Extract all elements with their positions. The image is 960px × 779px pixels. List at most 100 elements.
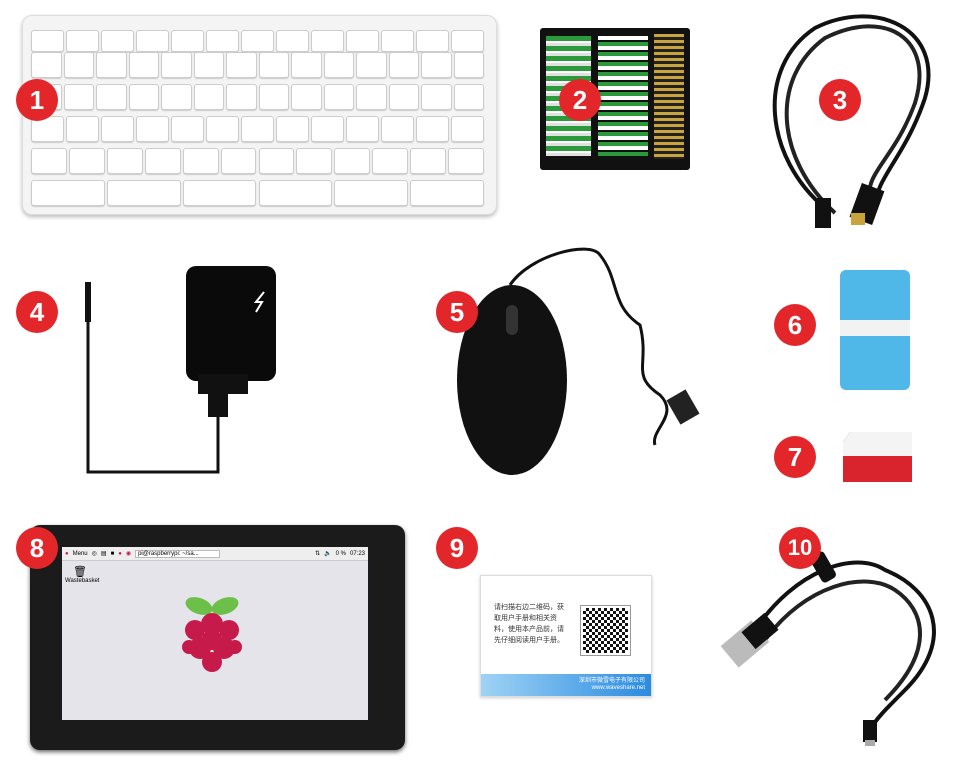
keyboard-key: [291, 52, 322, 78]
keyboard-key: [31, 52, 62, 78]
terminal-icon[interactable]: ■: [110, 550, 115, 557]
qr-code: [580, 605, 631, 656]
keyboard-key: [31, 148, 67, 174]
keyboard-key: [416, 116, 449, 142]
mouse: [457, 247, 700, 475]
keyboard-key: [101, 30, 134, 52]
keyboard-key: [241, 30, 274, 52]
taskbar: ● Menu ◎ ▤ ■ ● ◉ pi@raspberrypi: ~/sa...…: [62, 547, 368, 561]
wastebasket-label: Wastebasket: [65, 578, 100, 584]
usb-cable: [720, 551, 936, 746]
clock: 07:23: [349, 550, 365, 557]
keyboard-key: [161, 84, 192, 110]
keyboard-key: [451, 30, 484, 52]
browser-icon[interactable]: ◎: [91, 551, 97, 557]
keyboard-key: [128, 84, 159, 110]
sd-card-reader: [840, 270, 910, 390]
keyboard-key: [63, 84, 94, 110]
keyboard-key: [66, 30, 99, 52]
keyboard-key: [346, 30, 379, 52]
keyboard-key: [136, 30, 169, 52]
keyboard-key: [410, 148, 447, 174]
item-number-8: 8: [16, 527, 58, 569]
keyboard-key: [161, 52, 192, 78]
keyboard-key: [388, 84, 419, 110]
keyboard-key: [453, 84, 484, 110]
item-number-4: 4: [16, 291, 58, 333]
keyboard-key: [276, 30, 309, 52]
keyboard-key: [381, 30, 414, 52]
keyboard: [22, 15, 497, 215]
item-number-3: 3: [819, 79, 861, 121]
keyboard-key: [66, 116, 99, 142]
raspberry-icon: ●: [65, 550, 69, 557]
keyboard-key: [226, 84, 257, 110]
keyboard-key: [241, 116, 274, 142]
keyboard-key: [206, 30, 239, 52]
item-number-1: 1: [16, 79, 58, 121]
keyboard-key: [276, 116, 309, 142]
keyboard-key: [356, 52, 387, 78]
item-number-9: 9: [436, 527, 478, 569]
keyboard-key: [193, 84, 224, 110]
keyboard-key: [258, 148, 295, 174]
keyboard-key: [311, 116, 344, 142]
keyboard-key: [372, 148, 409, 174]
power-adapter: [85, 266, 276, 474]
keyboard-key: [334, 180, 409, 206]
math-icon[interactable]: ●: [118, 550, 122, 557]
trash-icon: 🗑: [73, 566, 87, 578]
item-number-10: 10: [779, 527, 821, 569]
lightning-icon: [253, 291, 265, 313]
keyboard-key: [226, 52, 257, 78]
keyboard-key: [136, 116, 169, 142]
keyboard-key: [96, 84, 127, 110]
item-number-2: 2: [559, 79, 601, 121]
keyboard-key: [101, 116, 134, 142]
keyboard-key: [63, 52, 94, 78]
item-number-7: 7: [774, 436, 816, 478]
keyboard-key: [448, 148, 484, 174]
keyboard-key: [291, 84, 322, 110]
terminal-task[interactable]: pi@raspberrypi: ~/sa...: [135, 549, 220, 558]
keyboard-key: [258, 84, 289, 110]
item-number-6: 6: [774, 304, 816, 346]
user-manual-card: 请扫描右边二维码，获取用户手册和相关资料，使用本产品前，请先仔细阅读用户手册。 …: [480, 575, 652, 697]
battery-indicator: 0 %: [335, 550, 346, 557]
raspberry-pi-logo: [182, 597, 242, 672]
wastebasket-desktop-icon[interactable]: 🗑 Wastebasket: [65, 565, 99, 584]
gpio-header-board: [540, 28, 690, 170]
keyboard-key: [171, 30, 204, 52]
keyboard-key: [311, 30, 344, 52]
keyboard-key: [144, 148, 181, 174]
keyboard-key: [106, 148, 143, 174]
keyboard-key: [334, 148, 371, 174]
keyboard-key: [68, 148, 105, 174]
menu-button[interactable]: Menu: [72, 550, 88, 557]
keyboard-key: [296, 148, 333, 174]
keyboard-key: [206, 116, 239, 142]
keyboard-key: [410, 180, 484, 206]
keyboard-key: [31, 180, 105, 206]
card-footer: 深圳市微雪电子有限公司 www.waveshare.net: [481, 674, 651, 696]
wolfram-icon[interactable]: ◉: [125, 551, 132, 557]
keyboard-key: [96, 52, 127, 78]
keyboard-key: [356, 84, 387, 110]
item-number-5: 5: [436, 291, 478, 333]
keyboard-key: [258, 180, 333, 206]
keyboard-key: [182, 148, 219, 174]
file-manager-icon[interactable]: ▤: [100, 551, 107, 557]
keyboard-key: [323, 84, 354, 110]
keyboard-key: [106, 180, 181, 206]
keyboard-key: [171, 116, 204, 142]
keyboard-key: [416, 30, 449, 52]
network-icon[interactable]: ⇅: [315, 551, 321, 557]
keyboard-key: [128, 52, 159, 78]
hdmi-cable: [772, 14, 931, 228]
volume-icon[interactable]: 🔈: [324, 551, 332, 557]
keyboard-key: [381, 116, 414, 142]
card-instructions: 请扫描右边二维码，获取用户手册和相关资料，使用本产品前，请先仔细阅读用户手册。: [494, 604, 564, 644]
micro-sd-card: [843, 432, 912, 482]
company-name: 深圳市微雪电子有限公司: [578, 678, 645, 684]
